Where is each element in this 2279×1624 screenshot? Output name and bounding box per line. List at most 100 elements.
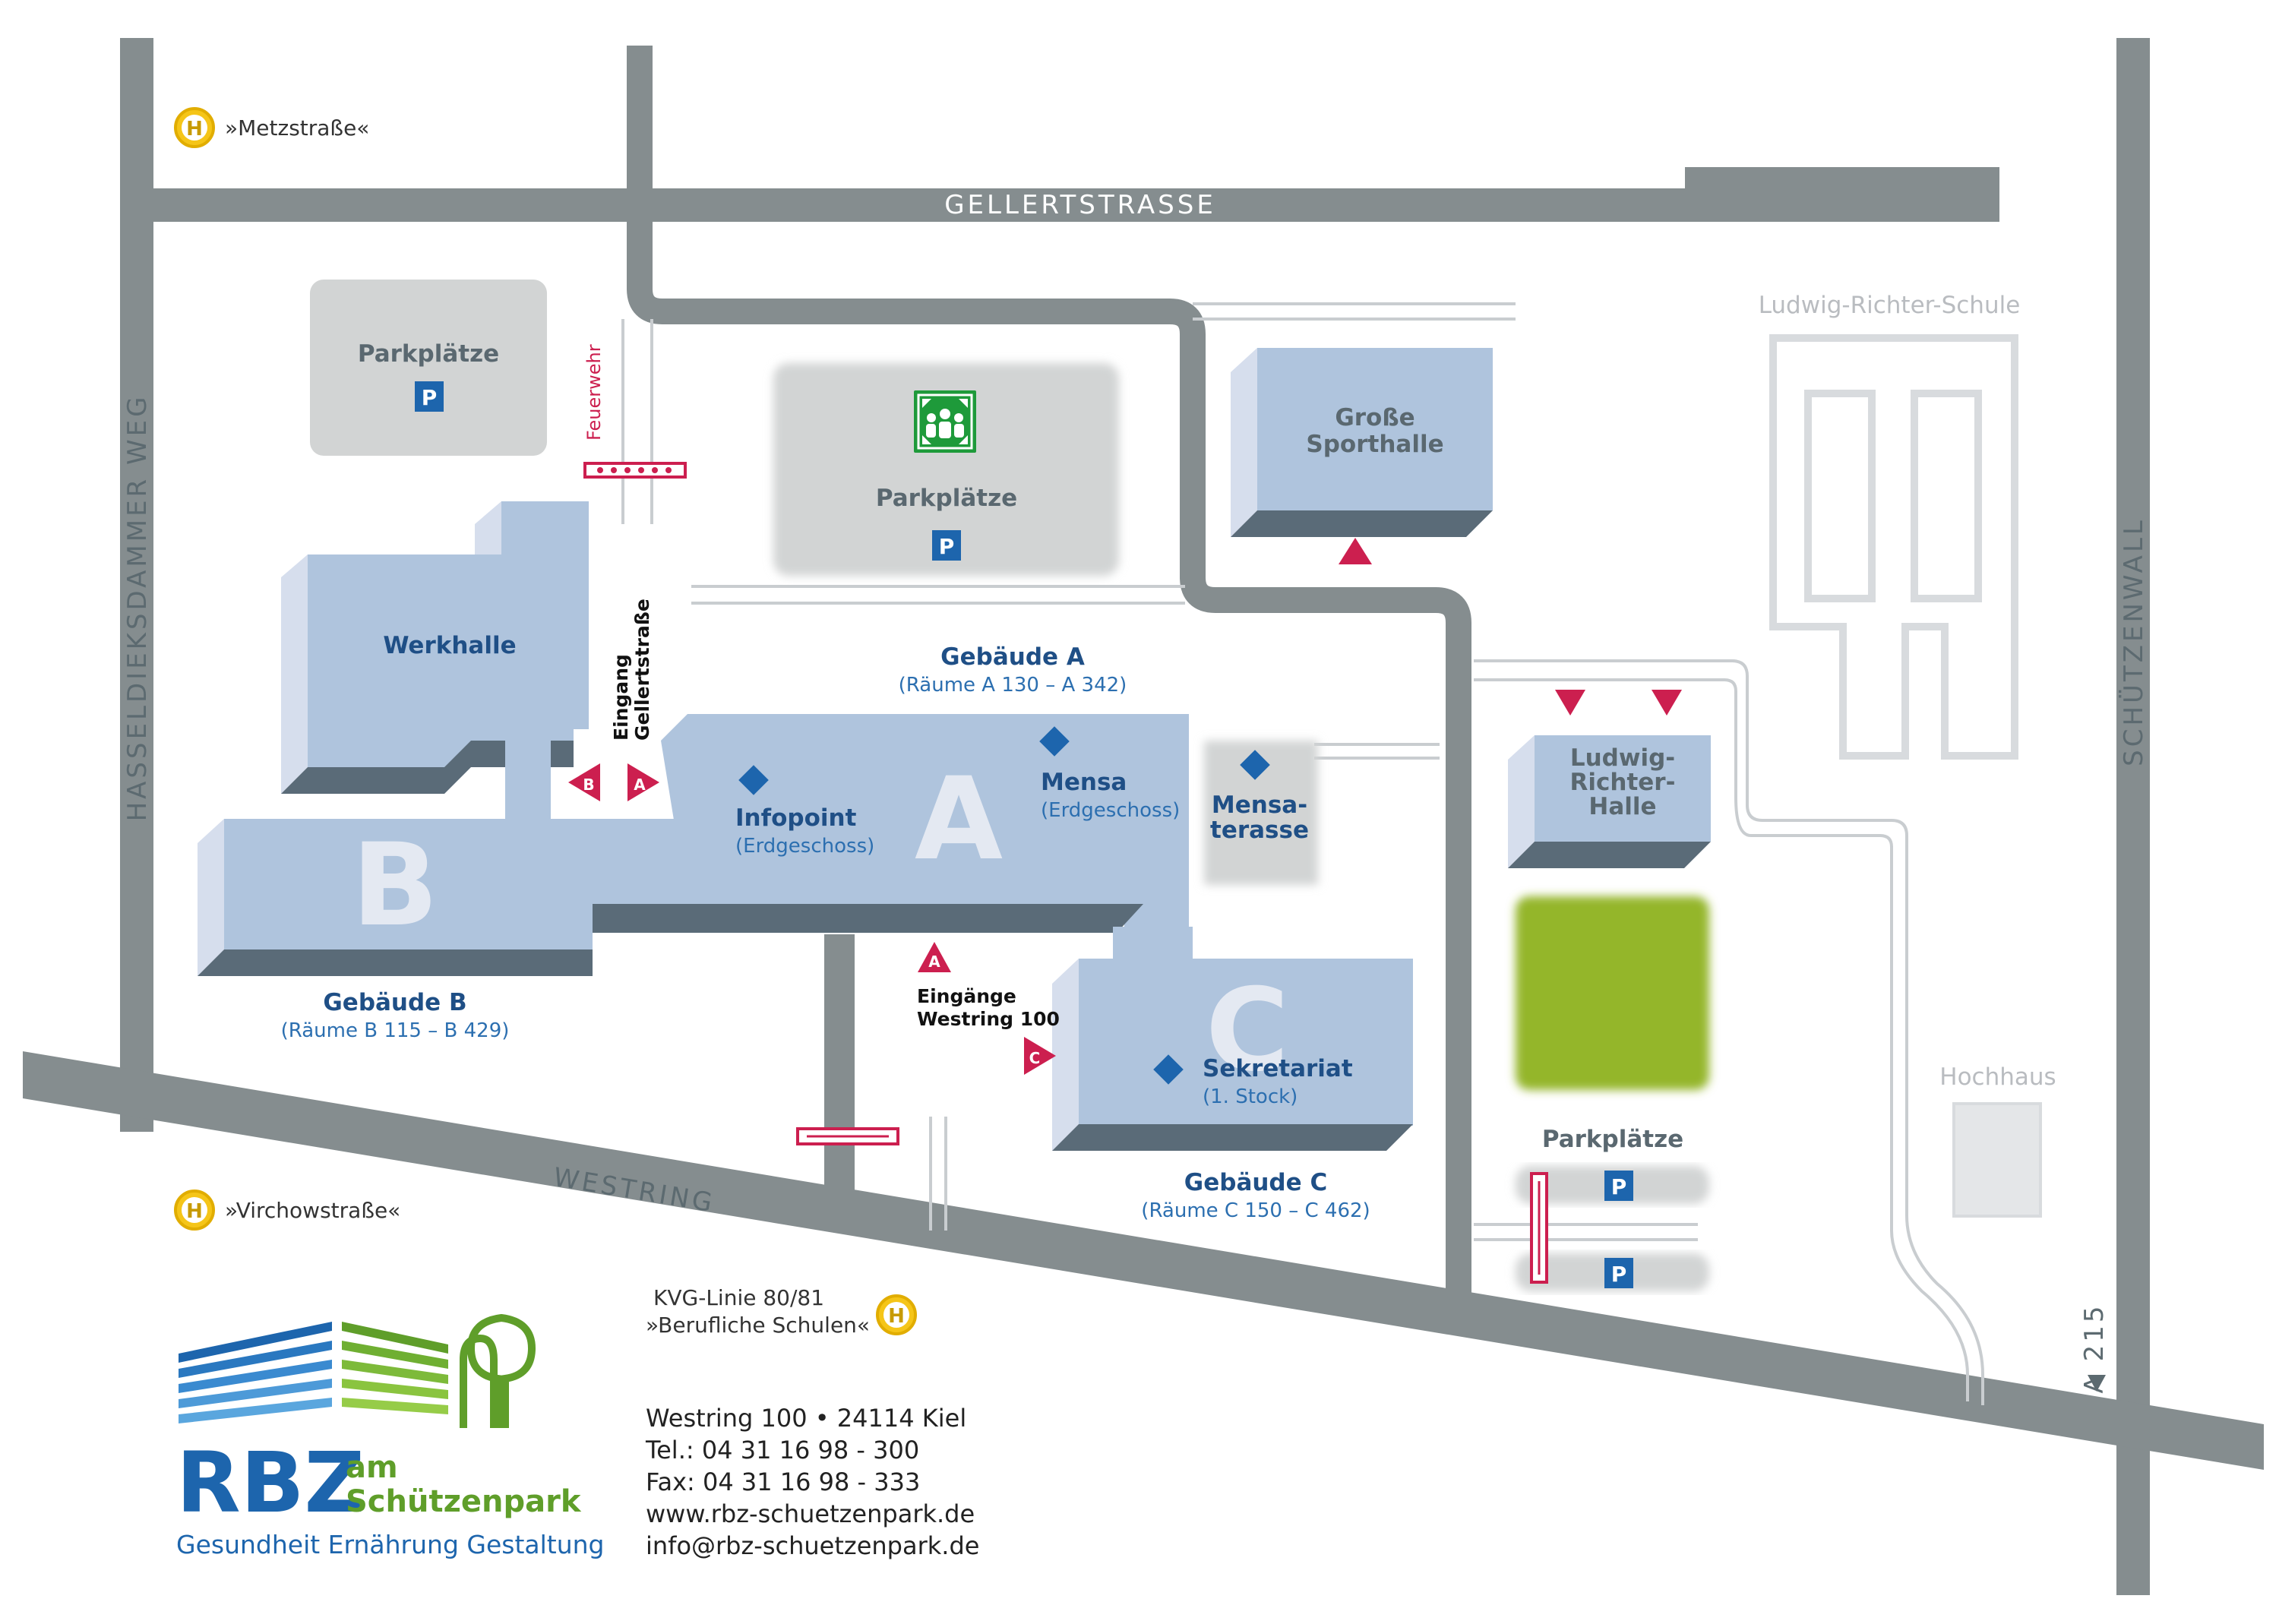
green-field <box>1516 896 1709 1090</box>
bus-stop-metzstrasse-label: »Metzstraße« <box>225 115 369 141</box>
svg-text:P: P <box>1611 1262 1627 1287</box>
infopoint-label: Infopoint <box>735 804 857 832</box>
building-a <box>593 714 1189 957</box>
parking-top-left-label: Parkplätze <box>358 340 499 368</box>
svg-text:A: A <box>928 953 940 971</box>
contact-web[interactable]: www.rbz-schuetzenpark.de <box>646 1499 975 1528</box>
parking-sign-right-2: P <box>1604 1258 1633 1288</box>
contact-address: Westring 100 • 24114 Kiel <box>646 1404 966 1433</box>
building-b-rooms: (Räume B 115 – B 429) <box>281 1019 510 1042</box>
barrier-feuerwehr <box>583 462 687 479</box>
logo-rbz-text: RBZ <box>176 1434 365 1531</box>
sekretariat-floor: (1. Stock) <box>1203 1085 1298 1108</box>
a215-arrow-icon <box>2088 1375 2106 1392</box>
feuerwehr-label: Feuerwehr <box>583 344 605 441</box>
hochhaus-block <box>1952 1102 2042 1218</box>
svg-text:H: H <box>186 118 203 141</box>
street-gellertstrasse-label: GELLERTSTRASSE <box>944 190 1216 220</box>
assembly-point-icon <box>914 390 976 453</box>
entrance-b-marker: B <box>568 763 600 801</box>
entrance-arrow-lrh-2 <box>1652 690 1682 716</box>
logo-schuetzenpark-text: Schützenpark <box>346 1484 582 1519</box>
bus-stop-virchowstrasse-label: »Virchowstraße« <box>225 1198 400 1223</box>
poi-markers <box>738 726 1270 1085</box>
lrh-label-line1: Ludwig- <box>1570 744 1675 772</box>
svg-text:P: P <box>939 534 955 559</box>
bus-stop-metzstrasse-icon: H <box>174 107 215 148</box>
building-b <box>198 819 593 976</box>
rbz-logo: RBZ am Schützenpark Gesundheit Ernährung… <box>176 1313 605 1559</box>
infopoint-marker <box>738 765 769 795</box>
barriers <box>583 462 1548 1284</box>
building-grosse-sporthalle <box>1231 348 1493 537</box>
parking-top-left <box>310 280 547 456</box>
parking-sign-center: P <box>932 530 961 561</box>
logo-building-icon <box>179 1322 448 1423</box>
mensa-marker <box>1039 726 1070 757</box>
mensa-floor: (Erdgeschoss) <box>1041 799 1180 822</box>
sporthalle-label-line2: Sporthalle <box>1306 431 1443 458</box>
building-c-letter: C <box>1206 965 1289 1097</box>
access-road <box>627 46 1471 1295</box>
parking-right-label: Parkplätze <box>1542 1126 1683 1153</box>
road-hasseldieksdammer-weg <box>120 38 153 1132</box>
building-b-title: Gebäude B <box>323 989 466 1016</box>
parking-signs: P P P P <box>415 381 1633 1288</box>
parking-center-label: Parkplätze <box>876 485 1017 512</box>
eingaenge-westring-line2: Westring 100 <box>917 1008 1060 1030</box>
sekretariat-marker <box>1153 1054 1184 1085</box>
contact-email[interactable]: info@rbz-schuetzenpark.de <box>646 1531 979 1560</box>
svg-text:H: H <box>186 1200 203 1223</box>
entrance-a-marker: A <box>627 763 659 801</box>
bus-stop-berufliche-schulen-label: »Berufliche Schulen« <box>646 1313 870 1338</box>
building-ludwig-richter-halle <box>1508 735 1711 868</box>
bus-line-label: KVG-Linie 80/81 <box>653 1285 824 1310</box>
bus-stop-virchowstrasse-icon: H <box>174 1190 215 1231</box>
contact-block: Westring 100 • 24114 Kiel Tel.: 04 31 16… <box>645 1404 979 1560</box>
roads <box>23 38 2264 1595</box>
entrance-c-marker: C <box>1024 1037 1056 1075</box>
eingang-gellertstrasse-line2: Gellertstraße <box>631 599 653 741</box>
hochhaus-label: Hochhaus <box>1939 1063 2056 1091</box>
sporthalle-label-line1: Große <box>1335 404 1414 431</box>
mensaterasse-label-line1: Mensa- <box>1212 791 1307 819</box>
ludwig-richter-schule-label: Ludwig-Richter-Schule <box>1759 292 2021 319</box>
lrh-label-line3: Halle <box>1588 793 1656 820</box>
contact-tel: Tel.: 04 31 16 98 - 300 <box>645 1436 919 1464</box>
building-a-letter: A <box>915 754 1003 886</box>
building-c <box>1052 927 1413 1151</box>
infopoint-floor: (Erdgeschoss) <box>735 835 874 858</box>
entrance-markers: B A A C <box>568 538 1682 1075</box>
building-a-rooms: (Räume A 130 – A 342) <box>899 674 1127 697</box>
entrance-a-westring-marker: A <box>918 942 951 972</box>
entrance-arrow-lrh-1 <box>1555 690 1585 716</box>
parking-center <box>773 363 1119 576</box>
svg-text:P: P <box>1611 1174 1627 1199</box>
building-b-letter: B <box>352 820 438 952</box>
road-westring <box>23 1051 2264 1470</box>
logo-tree-icon <box>460 1313 536 1428</box>
svg-text:C: C <box>1029 1049 1041 1067</box>
building-a-title: Gebäude A <box>940 643 1085 671</box>
building-werkhalle <box>281 501 589 820</box>
street-hasseldieksdammer-label: HASSELDIEKSDAMMER WEG <box>122 394 153 822</box>
mensaterasse-marker <box>1240 750 1270 780</box>
lrh-label-line2: Richter- <box>1570 769 1676 796</box>
entrance-arrow-sporthalle <box>1339 538 1372 564</box>
svg-text:A: A <box>634 776 646 794</box>
svg-text:B: B <box>583 776 594 794</box>
logo-tagline: Gesundheit Ernährung Gestaltung <box>176 1530 605 1559</box>
mensa-label: Mensa <box>1041 769 1127 796</box>
street-schuetzenwall-label: SCHÜTZENWALL <box>2118 517 2149 766</box>
footpaths <box>621 302 1984 1405</box>
logo-am-text: am <box>346 1450 398 1485</box>
mensaterasse-label-line2: terasse <box>1210 817 1309 844</box>
road-schuetzenwall <box>2116 38 2150 1595</box>
bus-stops: H »Metzstraße« H »Virchowstraße« H KVG-L… <box>174 107 917 1338</box>
sekretariat-label: Sekretariat <box>1203 1055 1353 1082</box>
parking-sign-top-left: P <box>415 381 444 412</box>
eingaenge-westring-line1: Eingänge <box>917 985 1016 1007</box>
svg-text:H: H <box>888 1305 905 1328</box>
werkhalle-label: Werkhalle <box>383 632 516 659</box>
